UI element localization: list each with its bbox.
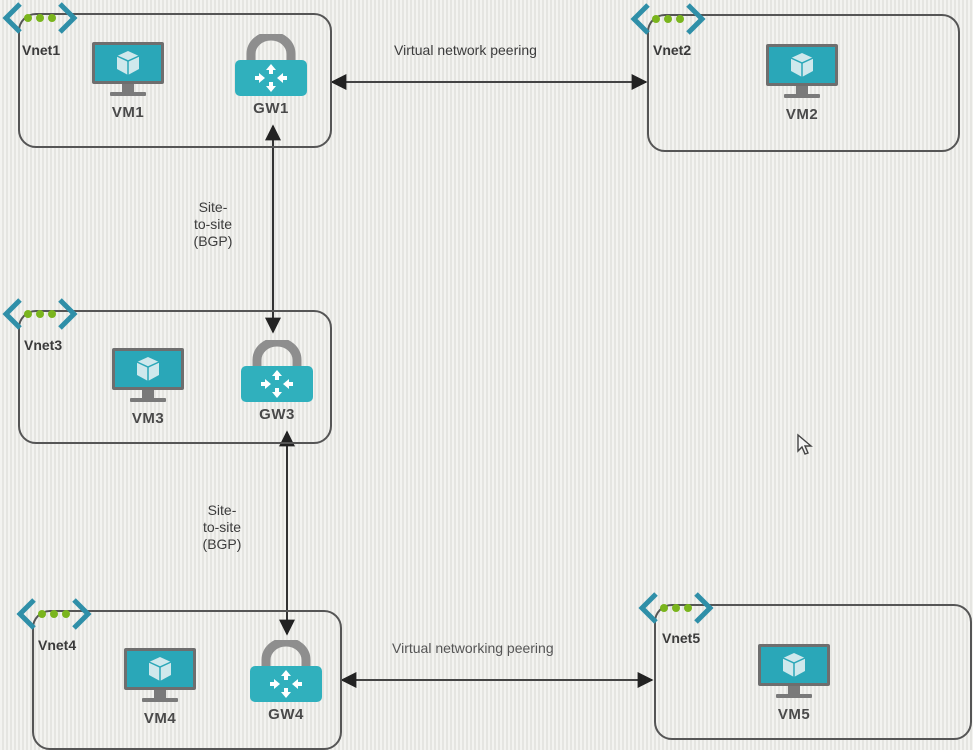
vnet4-icon (14, 596, 94, 632)
vnet3-container (18, 310, 332, 444)
vnet1-icon (0, 0, 80, 36)
vm3-icon (108, 346, 188, 406)
mouse-pointer-icon (797, 433, 813, 455)
vm1-label: VM1 (111, 104, 145, 121)
gw4-node[interactable]: GW4 (246, 640, 326, 723)
gw3-label: GW3 (259, 406, 295, 423)
s2s-label-line-3: (BGP) (202, 536, 242, 552)
s2s-label-gw1-gw3: Site- to-site (BGP) (188, 199, 238, 250)
vnet1-container (18, 13, 332, 148)
vnet3-label: Vnet3 (24, 337, 63, 353)
vnet5-container (654, 604, 972, 740)
vnet5-label: Vnet5 (662, 630, 701, 646)
vm4-label: VM4 (143, 710, 177, 727)
vm3-label: VM3 (131, 410, 165, 427)
vm5-label: VM5 (777, 706, 811, 723)
s2s-label-gw3-gw4: Site- to-site (BGP) (197, 502, 247, 553)
vm4-node[interactable]: VM4 (120, 646, 200, 727)
vnet4-label: Vnet4 (38, 637, 77, 653)
gw3-node[interactable]: GW3 (237, 340, 317, 423)
vm5-icon (754, 642, 834, 702)
vm2-label: VM2 (785, 106, 819, 123)
peering-label-vnet4-vnet5: Virtual networking peering (392, 640, 554, 656)
s2s-label-line-2: to-site (202, 519, 242, 535)
s2s-label-line-2: to-site (193, 216, 233, 232)
s2s-label-line-1: Site- (198, 199, 228, 215)
vm1-node[interactable]: VM1 (88, 40, 168, 121)
gw1-icon (231, 34, 311, 98)
vnet3-icon (0, 296, 80, 332)
vnet2-icon (628, 1, 708, 37)
gw1-label: GW1 (253, 100, 289, 117)
gw3-icon (237, 340, 317, 404)
s2s-label-line-3: (BGP) (193, 233, 233, 249)
vnet2-container (647, 14, 960, 152)
vnet1-label: Vnet1 (22, 42, 61, 58)
vm4-icon (120, 646, 200, 706)
vm3-node[interactable]: VM3 (108, 346, 188, 427)
vm2-icon (762, 42, 842, 102)
vnet5-icon (636, 590, 716, 626)
s2s-label-line-1: Site- (207, 502, 237, 518)
gw1-node[interactable]: GW1 (231, 34, 311, 117)
vm2-node[interactable]: VM2 (762, 42, 842, 123)
vm5-node[interactable]: VM5 (754, 642, 834, 723)
gw4-icon (246, 640, 326, 704)
gw4-label: GW4 (268, 706, 304, 723)
peering-label-vnet1-vnet2: Virtual network peering (394, 42, 537, 58)
vnet2-label: Vnet2 (653, 42, 692, 58)
vm1-icon (88, 40, 168, 100)
